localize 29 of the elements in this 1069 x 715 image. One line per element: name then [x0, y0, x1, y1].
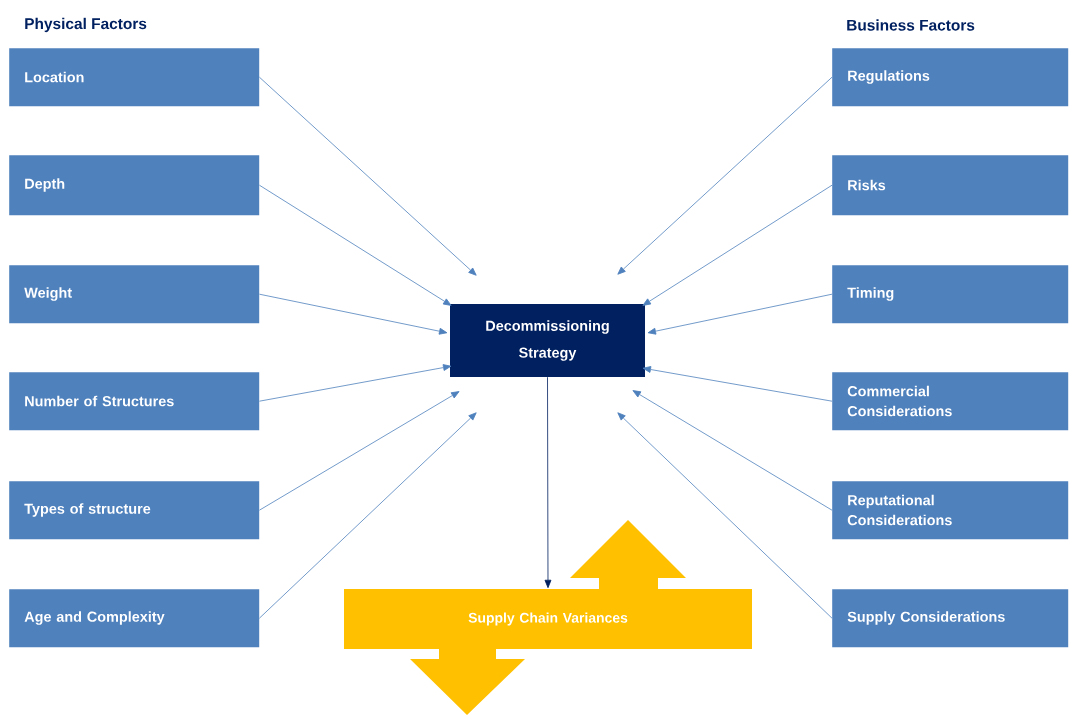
- arrow: [259, 76, 477, 276]
- variance-band: Supply Chain Variances: [344, 589, 752, 649]
- arrow: [544, 376, 552, 589]
- factor-box: Regulations: [832, 48, 1069, 107]
- factor-box: Age and Complexity: [9, 589, 260, 648]
- arrow: [647, 293, 833, 335]
- arrow: [642, 366, 833, 402]
- arrow: [259, 412, 477, 619]
- arrow: [632, 390, 833, 511]
- arrow: [617, 412, 833, 619]
- arrow: [617, 76, 833, 275]
- factor-box: Timing: [832, 265, 1069, 324]
- factor-box: Weight: [9, 265, 260, 324]
- factor-box: Types of structure: [9, 481, 260, 540]
- factor-box: Location: [9, 48, 260, 107]
- factor-box: Commercial Considerations: [832, 372, 1069, 431]
- column-heading: Physical Factors: [25, 17, 147, 33]
- arrow: [259, 391, 460, 511]
- factor-box: Number of Structures: [9, 372, 260, 431]
- factor-box: Reputational Considerations: [832, 481, 1069, 540]
- factor-box: Depth: [9, 155, 260, 216]
- factor-box: Risks: [832, 155, 1069, 216]
- arrow: [259, 184, 452, 306]
- column-heading: Business Factors: [847, 19, 975, 31]
- arrow: [259, 293, 448, 335]
- arrow: [642, 184, 833, 306]
- strategy-box: Decommissioning Strategy: [450, 304, 645, 377]
- arrow: [259, 364, 452, 402]
- factor-box: Supply Considerations: [832, 589, 1069, 648]
